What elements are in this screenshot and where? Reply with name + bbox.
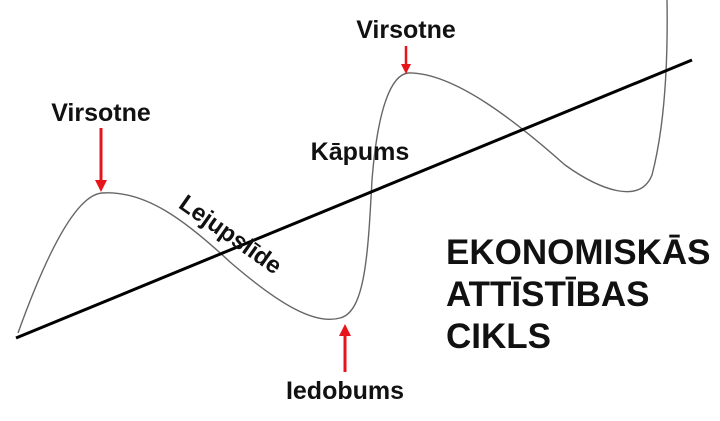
trough-label: Iedobums bbox=[286, 377, 404, 405]
rise-label: Kāpums bbox=[311, 138, 410, 166]
diagram-title-line-3: CIKLS bbox=[446, 317, 551, 356]
diagram-title-line-1: EKONOMISKĀS bbox=[446, 233, 710, 272]
peak-left-label: Virsotne bbox=[51, 99, 151, 127]
trend-line bbox=[15, 58, 693, 340]
diagram-title-line-2: ATTĪSTĪBAS bbox=[446, 275, 650, 314]
peak-right-label: Virsotne bbox=[356, 16, 456, 44]
cycle-curve bbox=[17, 0, 668, 334]
